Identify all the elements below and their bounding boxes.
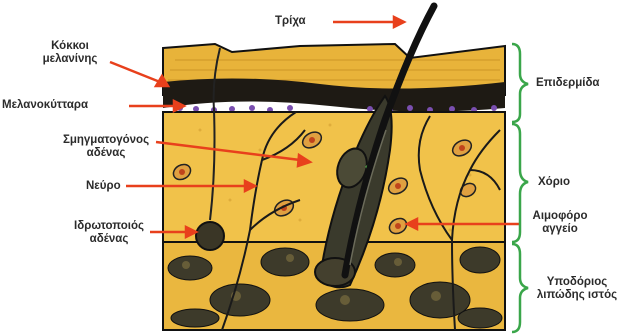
label-hypodermis: Υποδόριος λιπώδης ιστός <box>527 276 627 302</box>
label-sweat-gland: Ιδρωτοποιός αδένας <box>66 220 152 246</box>
sweat-gland <box>196 222 224 250</box>
label-hair: Τρίχα <box>275 15 306 28</box>
label-sebaceous-gland: Σμηγματογόνος αδένας <box>56 134 156 160</box>
layer-braces <box>512 44 528 332</box>
label-melanin-granules: Κόκκοι μελανίνης <box>27 40 113 66</box>
label-melanocytes: Μελανοκύτταρα <box>2 99 88 112</box>
label-dermis: Χόριο <box>538 176 570 189</box>
label-blood-vessel: Αιμοφόρο αγγείο <box>522 210 598 236</box>
label-nerve: Νεύρο <box>86 180 121 193</box>
label-epidermis: Επιδερμίδα <box>536 77 600 90</box>
